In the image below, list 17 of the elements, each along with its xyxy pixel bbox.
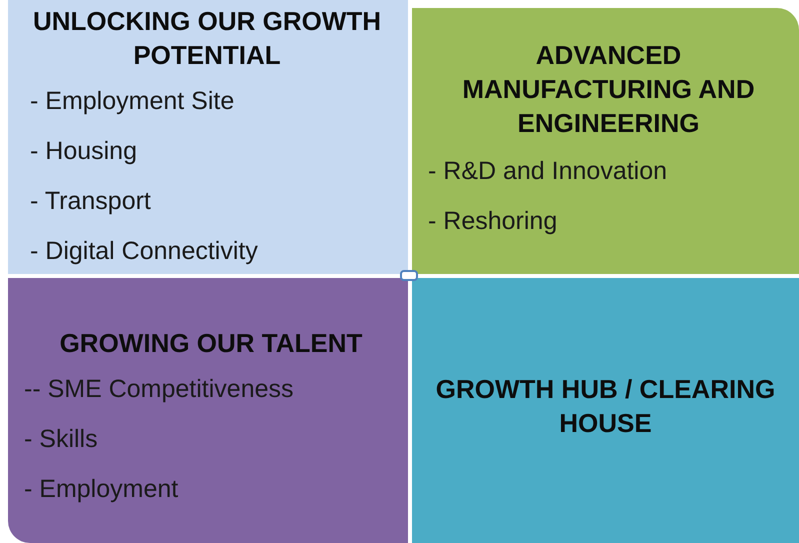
- bullet-item: - Employment: [24, 474, 180, 504]
- bullet-item: - Skills: [24, 424, 99, 454]
- bullet-item: - Employment Site: [30, 86, 236, 116]
- quadrant-panel: [8, 0, 408, 274]
- panel-heading: GROWTH HUB / CLEARING HOUSE: [434, 372, 776, 440]
- bullet-item: - Housing: [30, 136, 138, 166]
- panel-heading: UNLOCKING OUR GROWTH POTENTIAL: [32, 5, 382, 72]
- bullet-item: - Reshoring: [428, 206, 558, 236]
- quadrant-panel: [8, 278, 408, 543]
- panel-heading: GROWING OUR TALENT: [58, 327, 364, 360]
- quadrant-panel: [412, 8, 799, 274]
- panel-heading: ADVANCED MANUFACTURING AND ENGINEERING: [461, 39, 756, 140]
- bullet-item: - Transport: [30, 186, 152, 216]
- bullet-item: - R&D and Innovation: [428, 156, 668, 186]
- quadrant-panel: [412, 278, 799, 543]
- bullet-item: -- SME Competitiveness: [24, 374, 295, 404]
- bullet-item: - Digital Connectivity: [30, 236, 259, 266]
